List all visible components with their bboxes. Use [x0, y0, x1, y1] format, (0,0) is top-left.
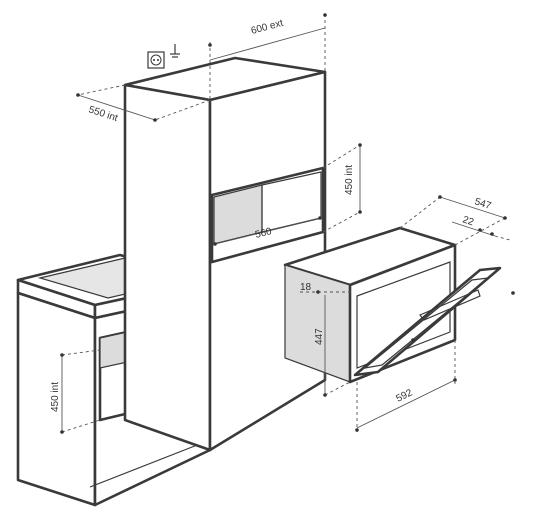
label-560: 560	[254, 226, 273, 241]
label-600-ext: 600 ext	[250, 18, 285, 37]
dimension-450-int-lower: 450 int	[50, 349, 101, 434]
dimension-18: 18	[300, 282, 352, 294]
dimension-447: 447	[314, 295, 351, 397]
label-22: 22	[461, 214, 475, 228]
dimension-560: 560	[213, 216, 322, 246]
label-450-int-lower: 450 int	[50, 382, 61, 412]
label-550-int: 550 int	[87, 104, 119, 124]
dimension-22: 22	[451, 214, 511, 241]
dimension-450-int-upper: 450 int	[322, 143, 362, 233]
dimension-547: 547	[399, 195, 507, 246]
label-447: 447	[314, 328, 325, 345]
dimension-592: 592	[355, 340, 457, 432]
power-socket-icon	[147, 51, 165, 69]
label-592: 592	[394, 387, 414, 404]
tall-cabinet	[123, 56, 327, 452]
label-547: 547	[473, 196, 493, 212]
label-18: 18	[300, 282, 312, 293]
earth-ground-icon	[170, 44, 180, 58]
label-450-int-upper: 450 int	[344, 165, 355, 195]
